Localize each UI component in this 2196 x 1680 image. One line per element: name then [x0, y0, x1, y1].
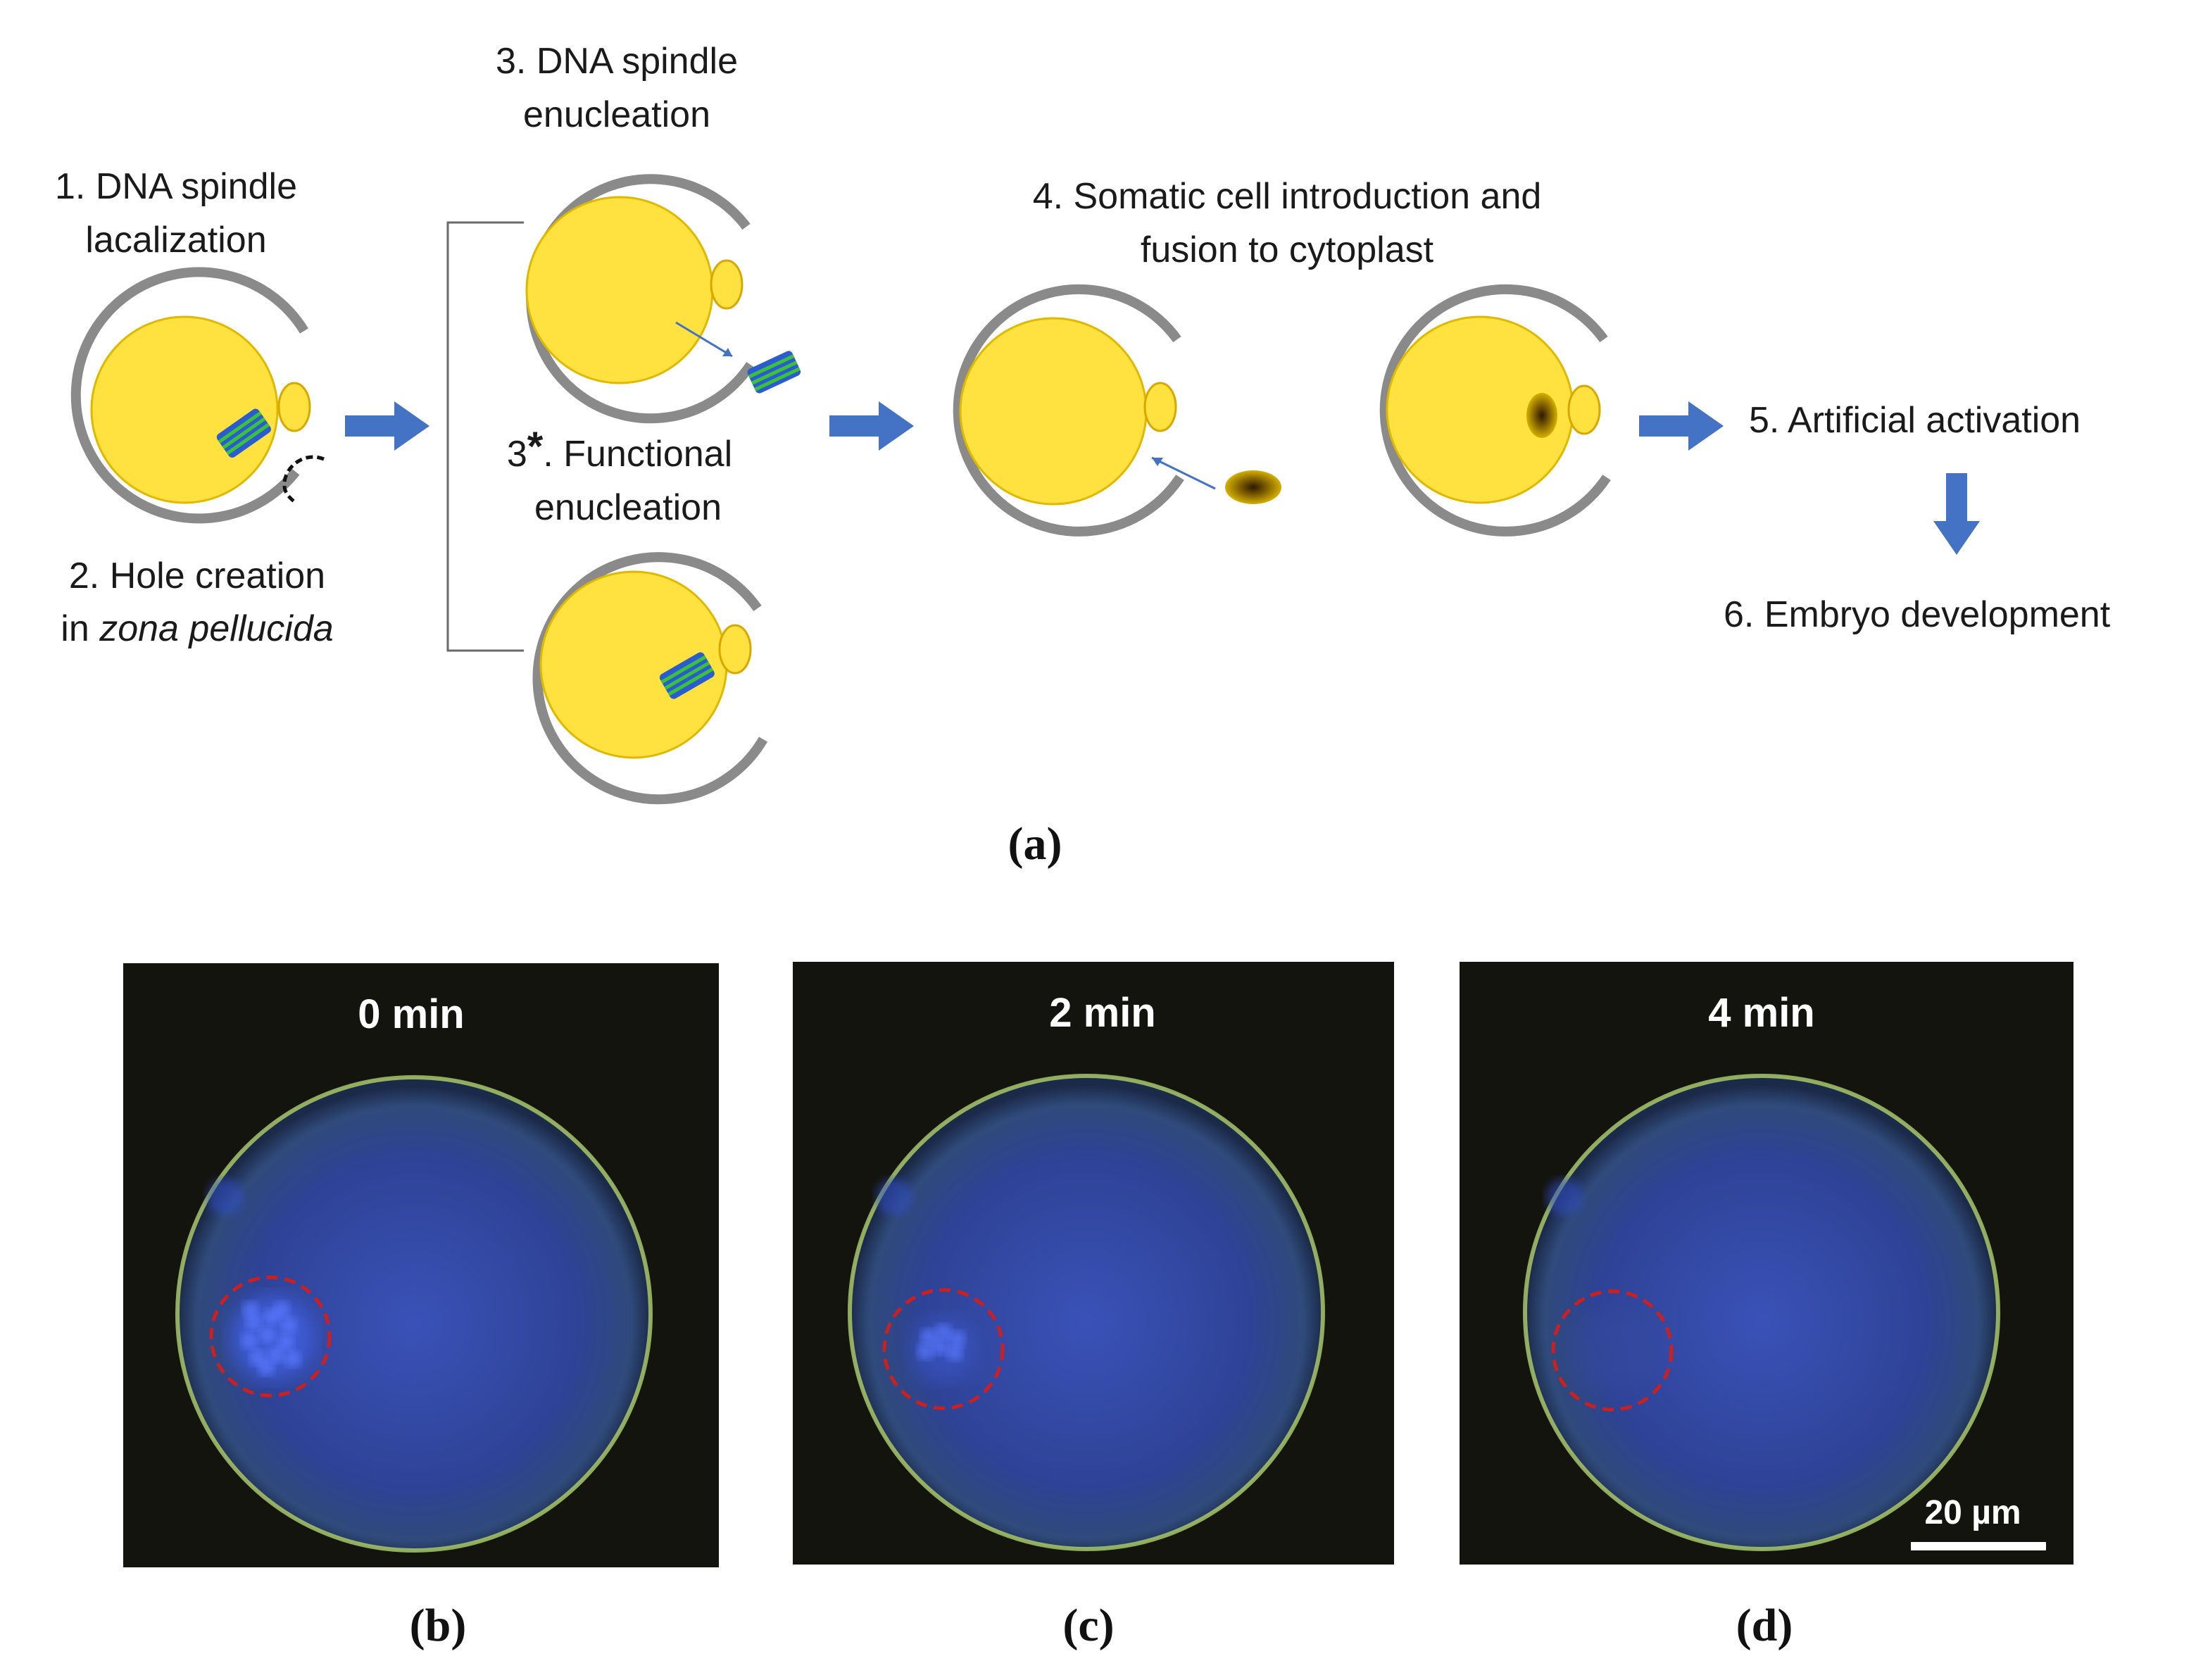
timepoint-label: 0 min [358, 991, 465, 1037]
scale-bar-label: 20 µm [1924, 1494, 2021, 1531]
step2-label-line1: 2. Hole creation [69, 556, 325, 596]
micrograph-d: 4 min 20 µm [1460, 962, 2073, 1565]
dna-spot-icon [910, 1316, 977, 1382]
caption-a: (a) [1008, 818, 1062, 870]
timepoint-label: 2 min [1049, 990, 1156, 1036]
micrograph-c: 2 min [793, 962, 1394, 1565]
step4-label-line1: 4. Somatic cell introduction and [1033, 176, 1542, 217]
arrow-right-icon [345, 401, 429, 451]
oocyte-step3 [525, 174, 801, 424]
oocyte-step1 [70, 267, 325, 524]
step1-label-line1: 1. DNA spindle [55, 166, 297, 207]
arrow-down-icon [1933, 473, 1980, 555]
step3b-label-line1: 3*. Functional [507, 424, 732, 475]
micrograph-b: 0 min [123, 963, 719, 1567]
somatic-cell-icon [1526, 393, 1557, 438]
dna-spindle-icon [659, 652, 715, 699]
oocyte-step4-fused [1379, 284, 1611, 537]
step3b-label-line2: enucleation [534, 487, 722, 528]
step4-label-line2: fusion to cytoplast [1141, 230, 1434, 270]
step1-label-line2: lacalization [85, 220, 266, 261]
somatic-cell-icon [1225, 470, 1281, 504]
step2-label-line2: in zona pellucida [61, 608, 333, 649]
dna-spindle-icon [216, 408, 271, 458]
oocyte-step4-introduction [953, 284, 1281, 537]
step3-label-line2: enucleation [523, 94, 710, 135]
panel-a-schematic: 1. DNA spindle lacalization 2. Hole crea… [55, 41, 2111, 870]
zona-hole-icon [282, 455, 325, 504]
caption-d: (d) [1736, 1600, 1793, 1651]
timepoint-label: 4 min [1708, 990, 1815, 1036]
scale-bar [1911, 1542, 2046, 1550]
step5-label: 5. Artificial activation [1749, 400, 2081, 441]
oocyte-step3-functional [532, 552, 768, 805]
dna-spot-icon [1570, 1308, 1655, 1393]
caption-c: (c) [1062, 1600, 1114, 1651]
dna-spot-icon [230, 1296, 314, 1380]
arrow-right-icon [829, 401, 914, 451]
caption-b: (b) [410, 1600, 467, 1651]
dna-spindle-icon [747, 351, 801, 394]
spindle-region-marker [209, 1275, 332, 1398]
bracket [446, 221, 524, 652]
step3-label-line1: 3. DNA spindle [496, 41, 738, 82]
arrow-right-icon [1639, 401, 1724, 451]
step6-label: 6. Embryo development [1724, 594, 2111, 635]
spindle-region-marker [1551, 1289, 1674, 1412]
spindle-region-marker [882, 1288, 1005, 1410]
